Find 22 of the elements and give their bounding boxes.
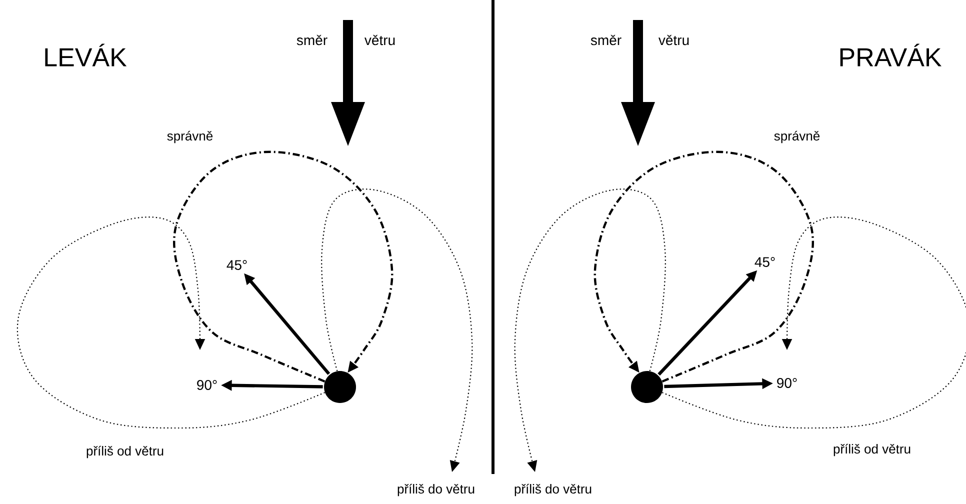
wind-label: větru [364, 34, 395, 46]
angle-label: 45° [226, 260, 247, 270]
wind-label: směr [590, 34, 622, 46]
edge-label: příliš od větru [86, 446, 164, 458]
wind-label: větru [658, 34, 689, 46]
angle-label: 90° [197, 380, 217, 390]
panel-title: LEVÁK [45, 44, 127, 66]
edge-label: příliš od větru [834, 444, 910, 456]
panel-title: PRAVÁK [840, 44, 942, 66]
wind-label: směr [296, 34, 328, 46]
edge-label: správně [774, 130, 820, 144]
path-arrow [662, 216, 966, 429]
edge-label: příliš do větru [398, 484, 474, 496]
edge-label: příliš do větru [514, 484, 592, 496]
edge-label: správně [167, 130, 213, 144]
path-arrow [16, 216, 325, 429]
path-arrow [173, 150, 394, 382]
angle-label: 90° [777, 378, 797, 388]
boat-dot [631, 371, 663, 403]
angle-label: 45° [754, 257, 775, 267]
boat-dot [324, 371, 356, 403]
path-arrow [594, 150, 814, 382]
